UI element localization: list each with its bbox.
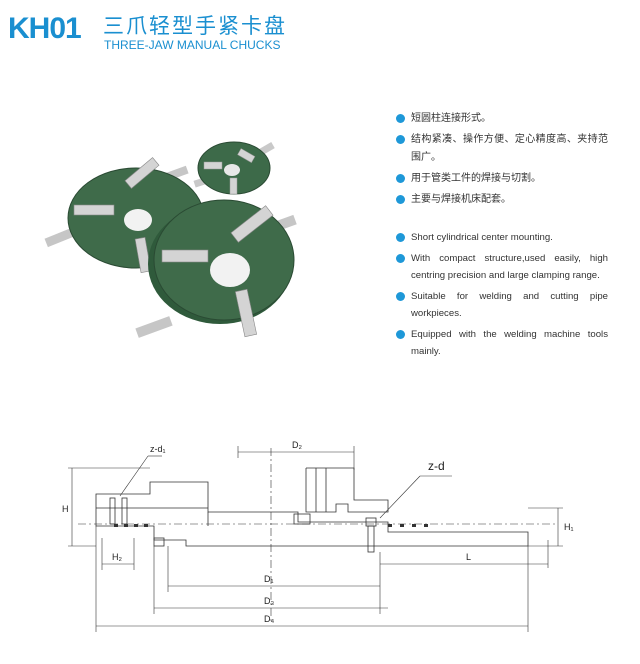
dimension-lines xyxy=(68,446,563,632)
jaw-teeth xyxy=(114,524,428,527)
bullet-icon xyxy=(396,114,405,123)
bullet-icon xyxy=(396,292,405,301)
list-item: 主要与焊接机床配套。 xyxy=(396,191,608,209)
list-item: Short cylindrical center mounting. xyxy=(396,229,608,246)
bullet-icon xyxy=(396,195,405,204)
chuck-section-outline xyxy=(95,467,529,553)
feature-list: 短圆柱连接形式。 结构紧凑、操作方便、定心精度高、夹持范围广。 用于管类工件的焊… xyxy=(396,110,608,364)
bullet-icon xyxy=(396,330,405,339)
product-photo xyxy=(44,141,297,338)
list-item: 用于管类工件的焊接与切割。 xyxy=(396,170,608,188)
label-z-d1: z-d₁ xyxy=(150,444,166,454)
label-D3: D₃ xyxy=(264,596,274,606)
model-code: KH01 xyxy=(8,12,82,45)
label-z-d: z-d xyxy=(428,459,445,473)
label-H: H xyxy=(62,504,69,514)
list-item: 结构紧凑、操作方便、定心精度高、夹持范围广。 xyxy=(396,131,608,167)
title-chinese: 三爪轻型手紧卡盘 xyxy=(103,14,287,38)
label-H2: H₂ xyxy=(112,552,122,562)
bullet-icon xyxy=(396,254,405,263)
feature-list-chinese: 短圆柱连接形式。 结构紧凑、操作方便、定心精度高、夹持范围广。 用于管类工件的焊… xyxy=(396,110,608,209)
list-item: Suitable for welding and cutting pipe wo… xyxy=(396,288,608,322)
label-H1: H₁ xyxy=(564,522,574,532)
title-english: THREE-JAW MANUAL CHUCKS xyxy=(104,38,281,52)
bullet-icon xyxy=(396,174,405,183)
bullet-icon xyxy=(396,233,405,242)
list-item: Equipped with the welding machine tools … xyxy=(396,326,608,360)
small-chuck xyxy=(193,141,275,195)
bullet-icon xyxy=(396,135,405,144)
list-item: 短圆柱连接形式。 xyxy=(396,110,608,128)
technical-drawing: z-d₁ z-d H H₁ H₂ L D₁ D₂ D₃ D₄ xyxy=(62,440,574,632)
feature-list-english: Short cylindrical center mounting. With … xyxy=(396,229,608,360)
center-lines xyxy=(78,448,558,624)
large-chuck xyxy=(135,199,297,338)
header: KH01 三爪轻型手紧卡盘 THREE-JAW MANUAL CHUCKS xyxy=(8,6,628,52)
dimension-labels: z-d₁ z-d H H₁ H₂ L D₁ D₂ D₃ D₄ xyxy=(62,440,574,624)
label-D4: D₄ xyxy=(264,614,274,624)
label-L: L xyxy=(466,552,471,562)
label-D1: D₁ xyxy=(264,574,274,584)
label-D2: D₂ xyxy=(292,440,302,450)
list-item: With compact structure,used easily, high… xyxy=(396,250,608,284)
